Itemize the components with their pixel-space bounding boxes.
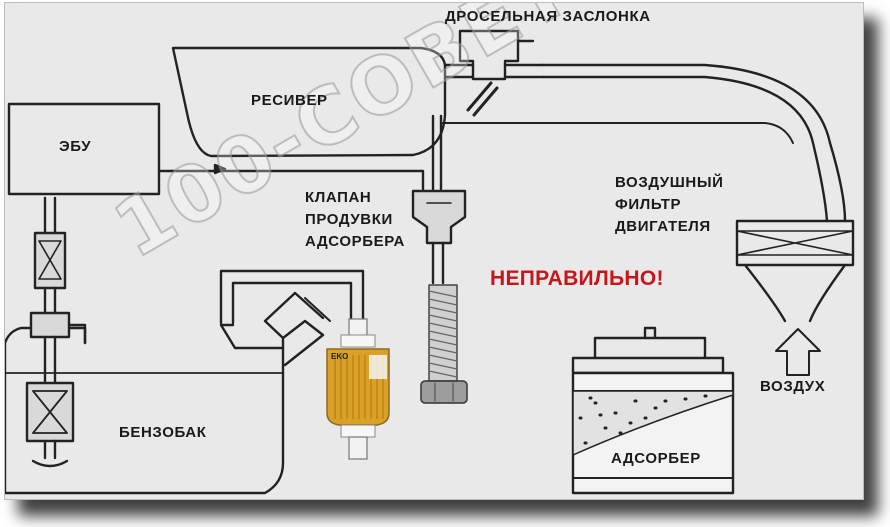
air-arrow [775, 328, 821, 376]
bolt-plug [420, 284, 468, 404]
diagram-frame: 100-СОВЕТОВ.РФ ДРОСЕЛЬНАЯ ЗАСЛОНКА РЕСИВ… [4, 2, 864, 500]
air-filter-label-line1: ВОЗДУШНЫЙ [615, 174, 724, 191]
air-filter-label-line3: ДВИГАТЕЛЯ [615, 218, 711, 235]
ecu-label: ЭБУ [59, 138, 92, 155]
air-filter-label-line2: ФИЛЬТР [615, 196, 682, 213]
air-filter-body [735, 219, 855, 267]
fuel-tank-label: БЕНЗОБАК [119, 424, 207, 441]
warning-text: НЕПРАВИЛЬНО! [490, 267, 664, 290]
adsorber-canister [571, 326, 735, 495]
filter-brand-text: EKO [331, 352, 349, 361]
evap-system-drawing [5, 29, 855, 495]
purge-valve-body [411, 189, 467, 245]
air-label: ВОЗДУХ [760, 378, 826, 395]
purge-valve-label-line2: ПРОДУВКИ [305, 211, 393, 228]
throttle-label: ДРОСЕЛЬНАЯ ЗАСЛОНКА [445, 8, 651, 25]
receiver-shape [171, 46, 447, 158]
fuel-filter [326, 318, 390, 460]
purge-valve-label-line3: АДСОРБЕРА [305, 233, 405, 250]
receiver-label: РЕСИВЕР [251, 92, 328, 109]
purge-valve-label-line1: КЛАПАН [305, 189, 372, 206]
ecu-box [7, 102, 161, 196]
adsorber-label: АДСОРБЕР [609, 449, 703, 469]
